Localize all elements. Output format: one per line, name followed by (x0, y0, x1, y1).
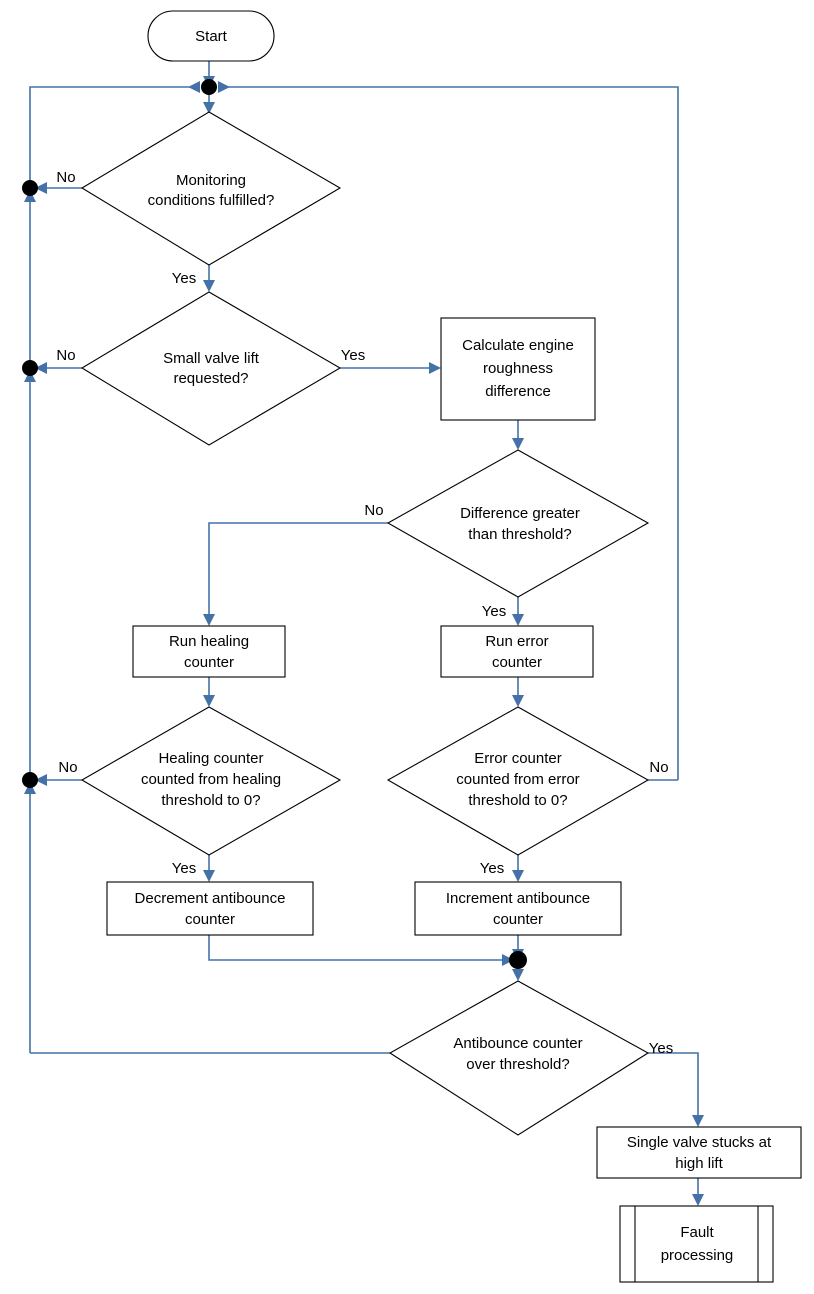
node-run-healing-counter[interactable]: Run healing counter (132, 625, 286, 678)
edge-healing-no (35, 774, 82, 786)
edge-small-lift-no (35, 362, 82, 374)
node-decrement-line1: Decrement antibounce (135, 890, 286, 907)
junction-dot-healing-no (22, 772, 38, 788)
edge-error-box-to-decision (512, 677, 524, 707)
edge-antibounce-yes (648, 1052, 704, 1127)
node-healing-counter-decision[interactable]: Healing counter counted from healing thr… (80, 706, 342, 856)
node-run-healing-line1: Run healing (169, 633, 249, 650)
edge-error-yes (512, 855, 524, 882)
node-start-label: Start (195, 28, 228, 45)
node-valve-stuck-line1: Single valve stucks at (627, 1134, 772, 1151)
node-fault-processing[interactable]: Fault processing (619, 1205, 774, 1283)
node-calc-line2: roughness (483, 360, 553, 377)
edge-label-error-yes: Yes (480, 860, 504, 877)
edge-label-small-lift-yes: Yes (341, 347, 365, 364)
node-increment-line2: counter (493, 911, 543, 928)
edge-monitoring-no (35, 182, 82, 194)
node-error-decision-line1: Error counter (474, 750, 562, 767)
edge-label-error-no: No (649, 759, 668, 776)
node-valve-stuck-line2: high lift (675, 1155, 723, 1172)
node-decrement-line2: counter (185, 911, 235, 928)
edge-junction-to-monitoring (203, 94, 215, 114)
edge-label-monitoring-no: No (56, 169, 75, 186)
node-difference-threshold[interactable]: Difference greater than threshold? (386, 449, 650, 598)
node-small-lift-line1: Small valve lift (163, 350, 260, 367)
node-run-healing-line2: counter (184, 654, 234, 671)
junction-dot-top (201, 79, 217, 95)
node-fault-line1: Fault (680, 1224, 714, 1241)
edge-label-monitoring-yes: Yes (172, 270, 196, 287)
edge-label-healing-yes: Yes (172, 860, 196, 877)
edge-right-return-rail (218, 81, 679, 780)
edge-left-return-rail (29, 81, 200, 1053)
node-antibounce-line2: over threshold? (466, 1056, 569, 1073)
edge-label-difference-yes: Yes (482, 603, 506, 620)
junction-dot-antibounce-merge (509, 951, 527, 969)
edge-healing-yes (203, 855, 215, 882)
node-run-error-line2: counter (492, 654, 542, 671)
node-single-valve-stuck[interactable]: Single valve stucks at high lift (596, 1126, 802, 1179)
edge-difference-no (203, 522, 388, 626)
junction-dot-monitoring-no (22, 180, 38, 196)
node-error-decision-line2: counted from error (456, 771, 579, 788)
node-antibounce-line1: Antibounce counter (453, 1035, 582, 1052)
edge-calc-to-difference (512, 420, 524, 450)
node-error-counter-decision[interactable]: Error counter counted from error thresho… (386, 706, 650, 856)
node-run-error-line1: Run error (485, 633, 548, 650)
edge-valvestuck-to-fault (692, 1178, 704, 1206)
node-monitoring-line2: conditions fulfilled? (148, 192, 275, 209)
node-decrement-antibounce[interactable]: Decrement antibounce counter (106, 881, 314, 936)
node-difference-line1: Difference greater (460, 505, 580, 522)
edge-difference-yes (512, 597, 524, 626)
node-small-lift-line2: requested? (173, 370, 248, 387)
node-error-decision-line3: threshold to 0? (468, 792, 567, 809)
edge-merge-to-antibounce (512, 967, 524, 981)
node-start[interactable]: Start (147, 10, 275, 62)
node-healing-decision-line2: counted from healing (141, 771, 281, 788)
node-increment-line1: Increment antibounce (446, 890, 590, 907)
node-calc-line1: Calculate engine (462, 337, 574, 354)
node-monitoring-line1: Monitoring (176, 172, 246, 189)
node-calc-line3: difference (485, 383, 551, 400)
node-difference-line2: than threshold? (468, 526, 571, 543)
edge-label-antibounce-yes: Yes (649, 1040, 673, 1057)
edge-monitoring-yes (203, 265, 215, 292)
node-fault-line2: processing (661, 1247, 734, 1264)
edge-small-lift-yes (340, 362, 441, 374)
node-monitoring-conditions[interactable]: Monitoring conditions fulfilled? (80, 111, 342, 266)
edge-decrement-to-merge (208, 935, 514, 966)
node-healing-decision-line3: threshold to 0? (161, 792, 260, 809)
node-run-error-counter[interactable]: Run error counter (440, 625, 594, 678)
node-increment-antibounce[interactable]: Increment antibounce counter (414, 881, 622, 936)
edge-label-small-lift-no: No (56, 347, 75, 364)
node-calculate-roughness[interactable]: Calculate engine roughness difference (440, 317, 596, 421)
node-antibounce-threshold[interactable]: Antibounce counter over threshold? (388, 980, 650, 1136)
node-small-valve-lift[interactable]: Small valve lift requested? (80, 291, 342, 446)
edge-healing-box-to-decision (203, 677, 215, 707)
node-healing-decision-line1: Healing counter (158, 750, 263, 767)
junction-dot-small-lift-no (22, 360, 38, 376)
edge-label-healing-no: No (58, 759, 77, 776)
edge-label-difference-no: No (364, 502, 383, 519)
